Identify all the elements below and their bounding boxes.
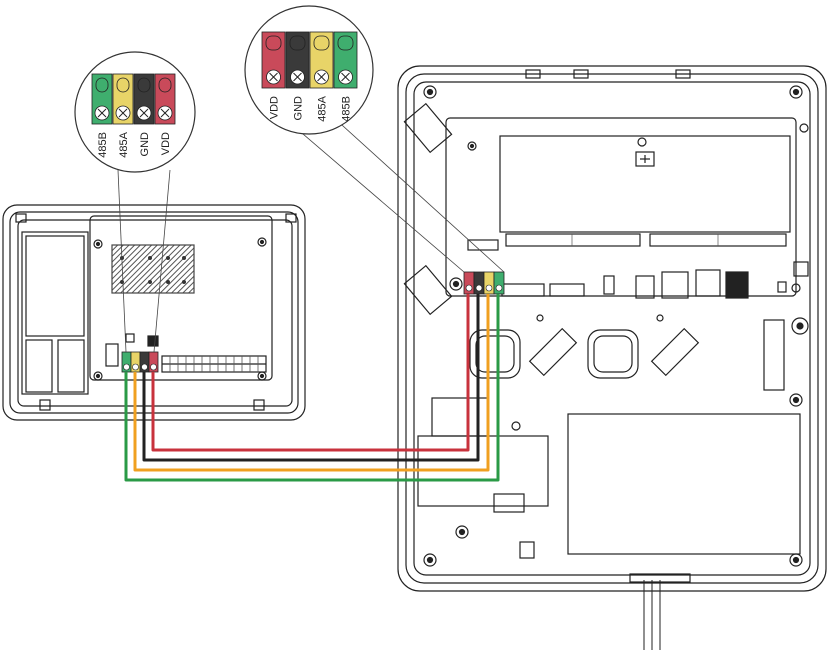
terminal-label: VDD [160, 132, 172, 155]
terminal-485b: 485B [91, 73, 113, 158]
terminal-vdd: VDD [154, 73, 176, 155]
terminal-label: 485A [317, 95, 329, 121]
left-device-terminal-block [121, 351, 159, 373]
wires [124, 294, 500, 482]
right-callout: VDD GND 485A 485B [244, 5, 374, 135]
terminal-vdd: VDD [261, 31, 286, 119]
terminal-gnd: GND [285, 31, 310, 121]
wire-entry-hole [337, 35, 354, 51]
wire-entry-hole [289, 35, 306, 51]
right-device-exit-cable [643, 580, 661, 650]
left-callout: 485B 485A GND VDD [74, 51, 196, 173]
wire-entry-hole [313, 35, 330, 51]
terminal-label: 485B [341, 96, 353, 122]
terminal-label: GND [139, 132, 151, 157]
terminal-485a: 485A [309, 31, 334, 122]
wire-entry-hole [137, 77, 151, 93]
terminal-label: VDD [269, 96, 281, 119]
terminal-485b: 485B [333, 31, 358, 122]
wire-entry-hole [158, 77, 172, 93]
terminal-label: GND [293, 96, 305, 121]
left-device [2, 204, 306, 421]
terminal-485a: 485A [112, 73, 134, 158]
wire-entry-hole [116, 77, 130, 93]
wire-vdd [151, 294, 470, 452]
wire-entry-hole [265, 35, 282, 51]
wire-entry-hole [95, 77, 109, 93]
wire-485a [133, 294, 490, 472]
terminal-label: 485A [118, 131, 130, 157]
wire-485b [124, 294, 500, 482]
right-device [397, 65, 827, 592]
right-device-terminal-block [463, 271, 505, 295]
terminal-label: 485B [97, 132, 109, 158]
terminal-gnd: GND [133, 73, 155, 157]
wire-gnd [142, 294, 480, 462]
